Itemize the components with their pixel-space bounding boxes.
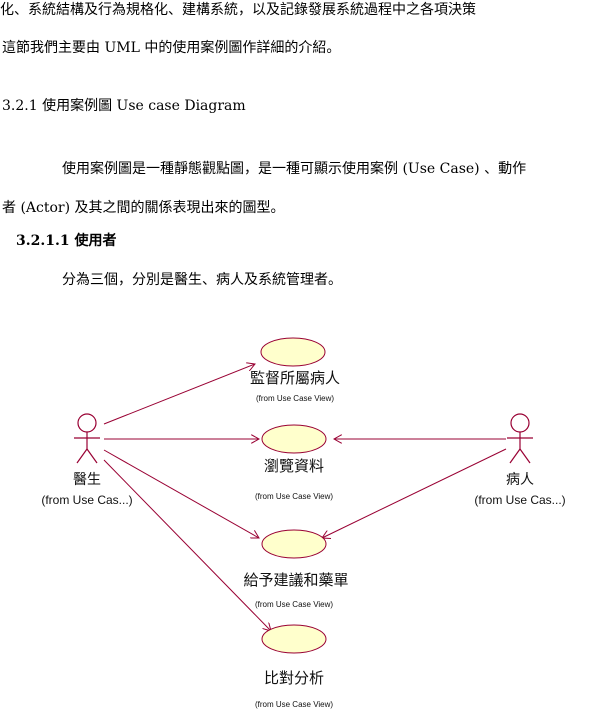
use-case-compare-title: 比對分析 [264,670,324,687]
actor-patient [507,413,533,464]
use-case-supervise-from: (from Use Case View) [256,394,334,403]
association-patient-advice [322,448,507,538]
actor-patient-name: 病人 [506,471,534,487]
paragraph-line-5: 分為三個，分別是醫生、病人及系統管理者。 [62,272,342,288]
use-case-supervise-title: 監督所屬病人 [250,370,340,387]
subsection-heading: 3.2.1.1 使用者 [16,233,117,249]
use-case-give-advice [261,529,327,559]
paragraph-line-3: 使用案例圖是一種靜態觀點圖，是一種可顯示使用案例 (Use Case) 、動作 [62,161,527,177]
use-case-advice-title: 給予建議和藥單 [243,571,348,589]
section-heading: 3.2.1 使用案例圖 Use case Diagram [2,98,246,114]
use-case-diagram: 醫生 (from Use Cas...) 病人 (from Use Cas...… [41,337,566,709]
use-case-advice-from: (from Use Case View) [255,600,333,609]
paragraph-line-4: 者 (Actor) 及其之間的關係表現出來的圖型。 [2,200,285,216]
actor-doctor [74,413,100,464]
actor-patient-from: (from Use Cas...) [474,493,565,507]
actor-doctor-from: (from Use Cas...) [41,493,132,507]
association-doctor-compare [103,459,271,631]
use-case-compare-analysis [261,624,327,654]
paragraph-line-1: 化、系統結構及行為規格化、建構系統，以及記錄發展系統過程中之各項決策 [0,2,476,18]
actor-doctor-name: 醫生 [73,471,101,487]
association-doctor-supervise [103,364,255,425]
use-case-browse-data [261,424,327,454]
use-case-browse-from: (from Use Case View) [255,492,333,501]
use-case-supervise-patients [260,337,326,367]
use-case-compare-from: (from Use Case View) [255,700,333,709]
use-case-browse-title: 瀏覽資料 [264,458,324,475]
paragraph-line-2: 這節我們主要由 UML 中的使用案例圖作詳細的介紹。 [2,40,341,56]
association-doctor-advice [103,449,259,538]
